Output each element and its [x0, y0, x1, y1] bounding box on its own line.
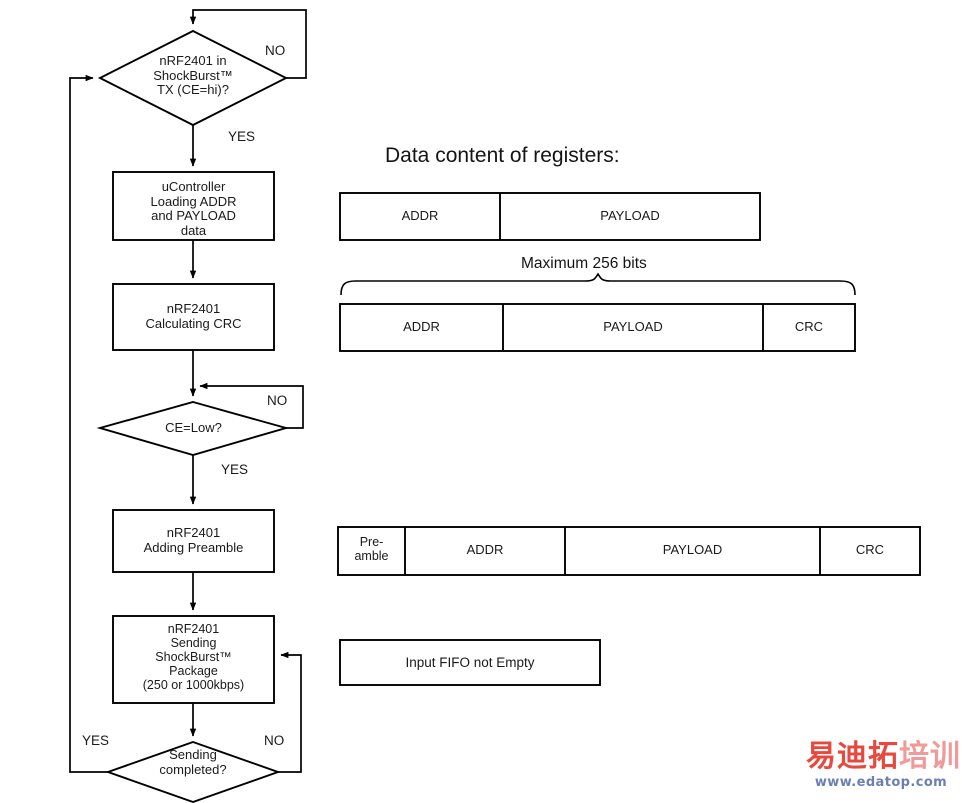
process-calculating-crc-shape: [112, 283, 275, 351]
table-with-crc-shape: [339, 303, 856, 352]
table-with-crc-cell-payload: PAYLOAD: [603, 319, 663, 334]
watermark-brand: 易迪拓培训: [806, 739, 960, 774]
decision-ce-low-no-label: NO: [267, 393, 288, 408]
watermark-brand-dark: 易迪拓: [806, 739, 899, 774]
watermark-brand-light: 培训: [899, 739, 961, 774]
decision-sending-completed-no-label: NO: [264, 733, 285, 748]
process-adding-preamble-shape: [112, 509, 275, 573]
edge-ce-low-no-loop: [199, 382, 304, 429]
table-full-packet-cell-preamble: Pre- amble: [354, 535, 389, 563]
table-full-packet-shape: [337, 526, 921, 576]
table-register-cell-addr: ADDR: [401, 208, 439, 223]
watermark-url: www.edatop.com: [814, 775, 948, 790]
fifo-box-label: Input FIFO not Empty: [405, 655, 535, 670]
registers-section-title: Data content of registers:: [385, 144, 620, 167]
watermark: 易迪拓培训 www.edatop.com: [806, 739, 960, 791]
table-full-packet-cell-crc: CRC: [855, 542, 885, 557]
table-with-crc-cell-addr: ADDR: [403, 319, 440, 334]
table-full-packet-cell-payload: PAYLOAD: [662, 542, 723, 557]
decision-ce-low-shape: [96, 401, 290, 456]
maximum-bits-label: Maximum 256 bits: [521, 255, 647, 272]
decision-shockburst-tx-no-label: NO: [265, 43, 286, 58]
decision-sending-completed-yes-label: YES: [82, 733, 110, 748]
table-full-packet-cell-addr: ADDR: [466, 542, 504, 557]
table-with-crc-cell-crc: CRC: [794, 319, 824, 334]
fifo-box-shape: [339, 639, 601, 686]
table-register-shape: [339, 192, 761, 241]
decision-sending-completed-shape: [105, 740, 281, 803]
decision-ce-low-yes-label: YES: [221, 462, 249, 477]
maximum-bits-brace: [340, 272, 856, 296]
edge-sending-completed-yes-loop: [69, 74, 108, 773]
process-ucontroller-loading-shape: [112, 171, 275, 241]
process-sending-package-shape: [112, 615, 275, 704]
decision-shockburst-tx-shape: [97, 29, 289, 127]
decision-shockburst-tx-yes-label: YES: [228, 129, 256, 144]
edge-shockburst-no-loop: [189, 9, 307, 79]
edge-sending-completed-no-loop: [278, 651, 302, 773]
table-register-cell-payload: PAYLOAD: [600, 208, 660, 223]
